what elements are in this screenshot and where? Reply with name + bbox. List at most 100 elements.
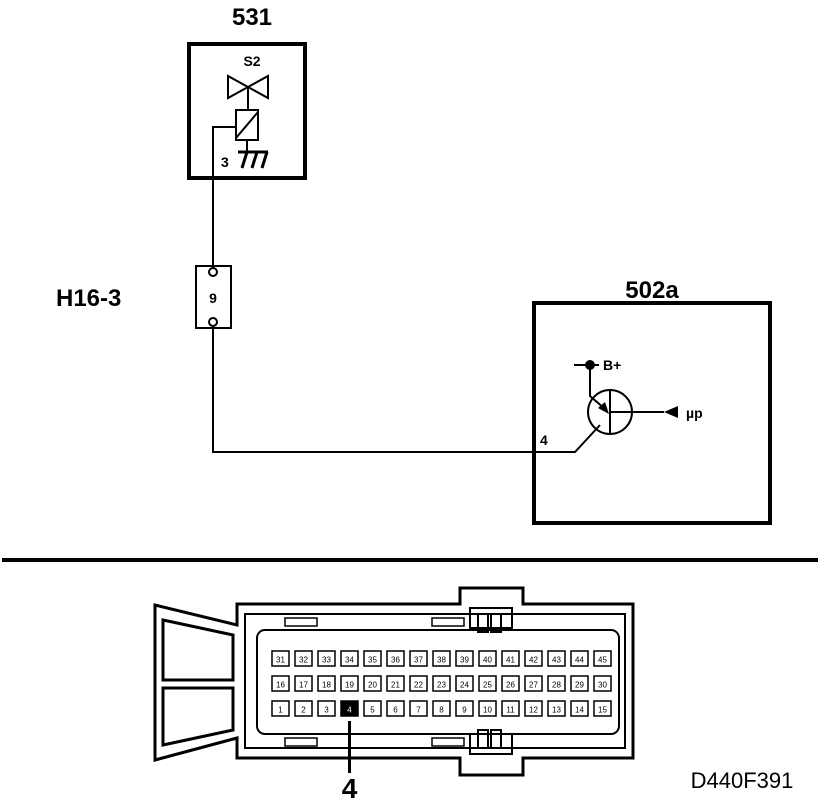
- ecu-pin-18: 18: [317, 675, 336, 692]
- component-502a: 502a 4 B+ µp: [532, 277, 772, 525]
- wire-531-to-h16: [212, 126, 236, 270]
- ecu-pin-5: 5: [363, 700, 382, 717]
- valve-icon: [227, 74, 269, 110]
- ecu-pin-number: 34: [345, 656, 354, 665]
- solenoid-coil-icon: [235, 109, 259, 152]
- ecu-pin-36: 36: [386, 650, 405, 667]
- ecu-pin-number: 31: [276, 656, 285, 665]
- ecu-pin-number: 1: [278, 706, 283, 715]
- component-531-pin-label: 3: [221, 154, 229, 170]
- ecu-key-top: [469, 607, 513, 633]
- ecu-pin-28: 28: [547, 675, 566, 692]
- connector-h16-label: H16-3: [56, 285, 121, 312]
- ecu-tab-top-mid: [431, 617, 465, 627]
- ecu-pin-14: 14: [570, 700, 589, 717]
- input-arrow-icon: [664, 406, 678, 418]
- ecu-connector-latch-upper: [161, 618, 235, 682]
- ecu-pin-37: 37: [409, 650, 428, 667]
- component-531: 531 S2 3: [187, 4, 307, 180]
- ecu-pin-number: 5: [370, 706, 375, 715]
- ecu-pin-number: 37: [414, 656, 423, 665]
- wire-h16-to-502a: [212, 326, 601, 453]
- ecu-pin-41: 41: [501, 650, 520, 667]
- callout-pin-label: 4: [342, 773, 358, 804]
- ecu-pin-number: 33: [322, 656, 331, 665]
- ecu-pin-number: 44: [575, 656, 584, 665]
- ecu-pin-29: 29: [570, 675, 589, 692]
- ecu-pin-number: 40: [483, 656, 492, 665]
- ecu-pin-number: 21: [391, 681, 400, 690]
- ecu-key-bottom: [469, 729, 513, 755]
- ecu-pin-number: 25: [483, 681, 492, 690]
- ecu-pin-number: 38: [437, 656, 446, 665]
- ecu-pin-24: 24: [455, 675, 474, 692]
- ecu-pin-39: 39: [455, 650, 474, 667]
- ecu-pin-30: 30: [593, 675, 612, 692]
- supply-label: B+: [603, 357, 621, 373]
- ecu-pin-number: 16: [276, 681, 285, 690]
- ecu-pin-15: 15: [593, 700, 612, 717]
- ecu-pin-number: 23: [437, 681, 446, 690]
- ecu-pin-33: 33: [317, 650, 336, 667]
- ecu-pin-number: 26: [506, 681, 515, 690]
- component-531-box: [187, 42, 307, 180]
- ecu-pin-31: 31: [271, 650, 290, 667]
- ecu-pin-7: 7: [409, 700, 428, 717]
- connector-pin-bottom: [208, 317, 218, 327]
- ecu-pin-number: 22: [414, 681, 423, 690]
- ecu-pin-17: 17: [294, 675, 313, 692]
- ecu-pin-45: 45: [593, 650, 612, 667]
- ecu-connector-inner-wall: [244, 613, 626, 749]
- component-531-label: 531: [232, 4, 272, 31]
- ecu-pin-number: 10: [483, 706, 492, 715]
- ecu-pin-26: 26: [501, 675, 520, 692]
- ecu-pin-21: 21: [386, 675, 405, 692]
- ecu-tab-bottom-mid: [431, 737, 465, 747]
- ecu-pin-number: 30: [598, 681, 607, 690]
- ecu-pin-number: 9: [462, 706, 467, 715]
- ecu-pin-number: 7: [416, 706, 421, 715]
- component-502a-pin-label: 4: [540, 432, 548, 448]
- ecu-pin-42: 42: [524, 650, 543, 667]
- ecu-connector-latch-lower: [161, 686, 235, 747]
- ecu-pin-number: 20: [368, 681, 377, 690]
- ecu-pin-38: 38: [432, 650, 451, 667]
- ecu-pin-number: 29: [575, 681, 584, 690]
- connector-pin-top: [208, 267, 218, 277]
- ecu-pin-number: 32: [299, 656, 308, 665]
- ecu-pin-27: 27: [524, 675, 543, 692]
- ecu-pin-11: 11: [501, 700, 520, 717]
- transistor-icon: [587, 365, 664, 435]
- ecu-pin-23: 23: [432, 675, 451, 692]
- ecu-connector-pin-field: [256, 629, 620, 735]
- ecu-pin-number: 41: [506, 656, 515, 665]
- ecu-pin-44: 44: [570, 650, 589, 667]
- ecu-pin-1: 1: [271, 700, 290, 717]
- ecu-pin-number: 18: [322, 681, 331, 690]
- ground-icon: [238, 150, 269, 169]
- ecu-pin-16: 16: [271, 675, 290, 692]
- ecu-pin-number: 28: [552, 681, 561, 690]
- ecu-pin-13: 13: [547, 700, 566, 717]
- ecu-pin-number: 4: [347, 706, 352, 715]
- ecu-pin-number: 13: [552, 706, 561, 715]
- component-502a-box: [532, 301, 772, 525]
- supply-dot-icon: [574, 360, 599, 370]
- ecu-pin-number: 17: [299, 681, 308, 690]
- input-label: µp: [686, 405, 703, 421]
- ecu-pin-2: 2: [294, 700, 313, 717]
- ecu-pin-9: 9: [455, 700, 474, 717]
- connector-h16-pin-label: 9: [209, 290, 217, 306]
- ecu-pin-32: 32: [294, 650, 313, 667]
- ecu-pin-12: 12: [524, 700, 543, 717]
- ecu-pin-22: 22: [409, 675, 428, 692]
- ecu-tab-bottom-left: [284, 737, 318, 747]
- ecu-pin-number: 2: [301, 706, 306, 715]
- ecu-pin-number: 43: [552, 656, 561, 665]
- ecu-connector-housing: [153, 586, 635, 777]
- ecu-pin-40: 40: [478, 650, 497, 667]
- ecu-pin-number: 45: [598, 656, 607, 665]
- ecu-pin-number: 6: [393, 706, 398, 715]
